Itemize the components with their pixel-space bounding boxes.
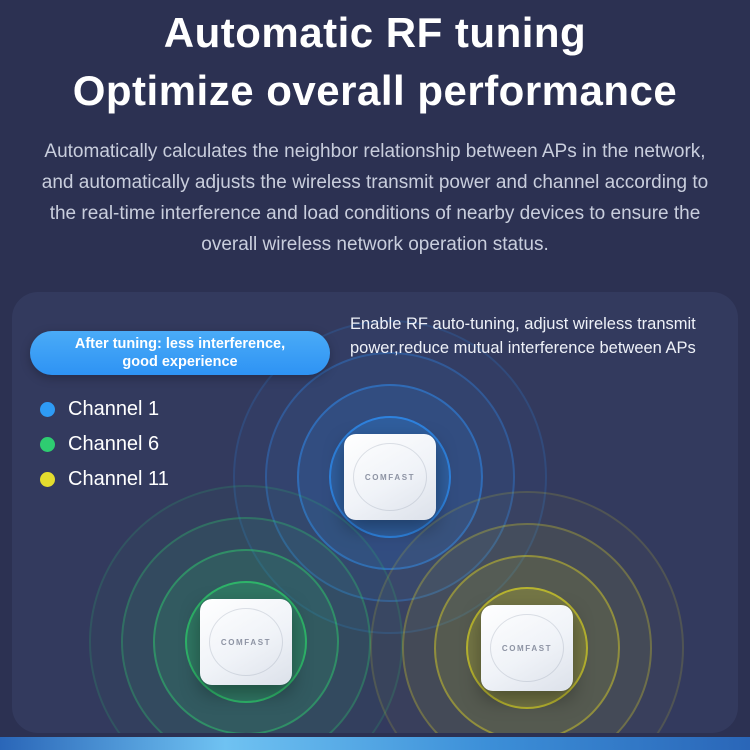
channel-6-dot-icon (40, 437, 55, 452)
legend-item-channel-11: Channel 11 (40, 462, 169, 497)
channel-11-dot-icon (40, 472, 55, 487)
title-line-1: Automatic RF tuning (163, 9, 587, 56)
footer-accent-bar (0, 737, 750, 750)
badge-line-1: After tuning: less interference, (74, 336, 286, 352)
after-tuning-badge: After tuning: less interference, good ex… (30, 331, 330, 375)
access-point-bottom-right: COMFAST (481, 605, 573, 691)
channel-1-dot-icon (40, 402, 55, 417)
access-point-top: COMFAST (344, 434, 436, 520)
diagram-panel: After tuning: less interference, good ex… (12, 292, 738, 733)
device-brand-label: COMFAST (220, 637, 272, 647)
rf-autotuning-note: Enable RF auto-tuning, adjust wireless t… (350, 315, 696, 357)
legend-label: Channel 11 (68, 468, 169, 490)
device-brand-label: COMFAST (364, 472, 416, 482)
legend-item-channel-1: Channel 1 (40, 392, 169, 427)
title-line-2: Optimize overall performance (72, 67, 678, 114)
legend-label: Channel 1 (68, 398, 160, 420)
legend-item-channel-6: Channel 6 (40, 427, 169, 462)
legend-label: Channel 6 (68, 433, 160, 455)
device-brand-label: COMFAST (501, 643, 553, 653)
access-point-bottom-left: COMFAST (200, 599, 292, 685)
badge-line-2: good experience (122, 354, 238, 370)
description-text: Automatically calculates the neighbor re… (41, 141, 709, 255)
channel-legend: Channel 1 Channel 6 Channel 11 (40, 392, 169, 497)
